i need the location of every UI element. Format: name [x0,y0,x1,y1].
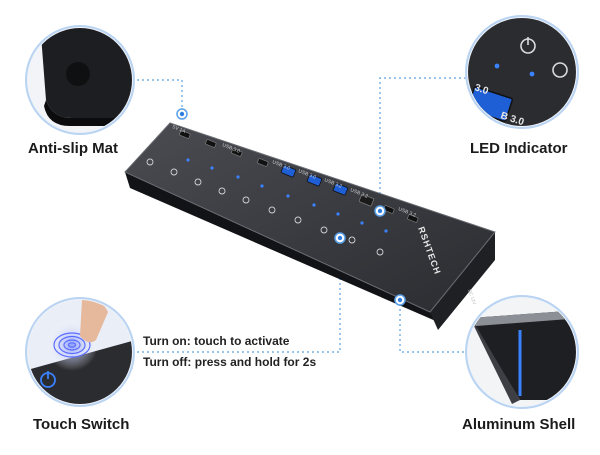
note-turn-on: Turn on: touch to activate [143,334,290,348]
led-row [186,158,388,233]
power-icon [376,248,384,256]
led-icon [529,71,535,77]
power-icon [242,196,250,204]
note-turn-off: Turn off: press and hold for 2s [143,355,317,369]
led-icon [336,212,340,216]
connector-aluminum [399,300,464,353]
side-label: DC 12V [467,289,477,306]
connector-led [379,77,466,208]
zoom-anti-slip [25,25,135,135]
led-icon [236,175,240,179]
port-usba [358,193,375,207]
led-icon [494,63,500,69]
label-led: LED Indicator [470,140,568,157]
power-icon [218,187,226,195]
power-icon [170,168,178,176]
power-icon [320,226,328,234]
hub-top-face [124,122,496,313]
label-anti-slip: Anti-slip Mat [28,140,118,157]
svg-text:3.0: 3.0 [473,82,490,97]
power-icon [146,158,154,166]
power-icon [294,216,302,224]
port-usba-blue [280,164,297,178]
led-icon [186,158,190,162]
power-icon [552,62,568,78]
led-icon [312,203,316,207]
port-usbc [179,130,191,139]
hub-end-face [430,232,495,330]
connector-anti-slip [132,79,183,112]
zoom-touch [25,297,135,407]
port-usba-blue [332,182,349,196]
led-icon [286,194,290,198]
port-row [179,130,419,223]
port-usbc [257,158,269,167]
port-usbc [231,148,243,157]
hub-bottom-edge [125,172,438,322]
zoom-led: 3.0 B 3.0 [465,15,579,129]
led-icon [360,221,364,225]
power-icon [348,236,356,244]
led-icon [384,229,388,233]
fingerprint-icon [53,332,91,358]
rubber-foot-icon [66,62,90,86]
led-icon [260,184,264,188]
callout-markers [176,108,406,306]
zoom-aluminum [465,295,579,409]
port-usba-blue [306,173,323,187]
led-icon [210,166,214,170]
label-aluminum: Aluminum Shell [462,416,576,433]
port-usbc [407,214,419,223]
usb-hub: 5V 1A USB 3.0 USB 3.0 USB 3.0 USB 3.2 US… [124,122,496,330]
label-touch: Touch Switch [33,416,130,433]
port-usbc [205,139,217,148]
power-icon [268,206,276,214]
switch-row [146,158,384,256]
port-label: 5V 1A [171,124,186,135]
power-icon [194,178,202,186]
finger-icon [80,300,108,343]
